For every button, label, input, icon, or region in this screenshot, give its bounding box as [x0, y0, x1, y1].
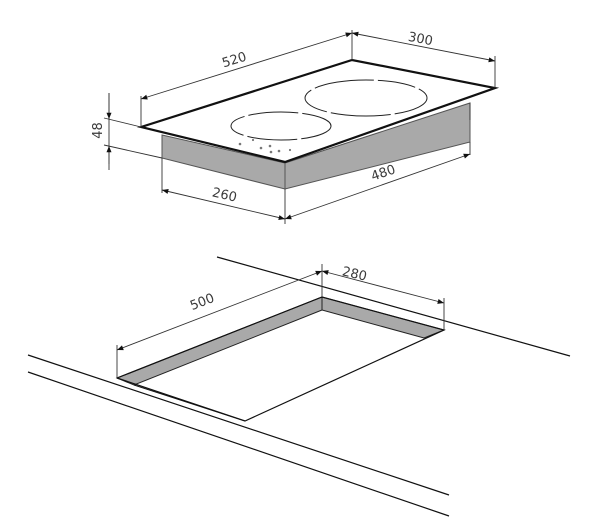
dim-line-480	[284, 153, 471, 220]
cutout-dimension-lines	[116, 270, 445, 351]
dim-line-520	[140, 32, 353, 100]
dim-line-280	[321, 270, 445, 304]
dim-label-height: 48	[90, 122, 106, 139]
countertop-front-edge-top	[27, 354, 450, 496]
countertop-back-edge	[216, 256, 571, 357]
dim-line-300	[351, 31, 496, 63]
small-burner-icon	[230, 111, 332, 141]
hob-dimension-lines	[106, 31, 496, 221]
touch-controls-icon	[238, 138, 292, 154]
cutout-front-inner-edge	[133, 384, 246, 422]
hob-drawing	[103, 30, 500, 224]
dim-line-260	[161, 188, 286, 221]
dim-line-500	[116, 270, 323, 351]
cutout-drawing	[27, 256, 571, 517]
countertop-front-edge-bottom	[27, 371, 450, 517]
